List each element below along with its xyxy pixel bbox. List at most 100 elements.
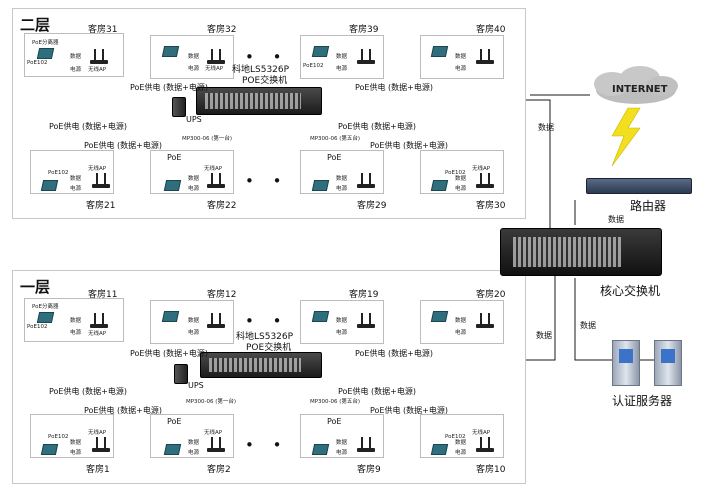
port-fifth-label: MP300-06 (第五台) [310,399,361,405]
floor-2-title: 二层 [20,16,51,34]
ellipsis: • • • [245,48,317,66]
data-label: 数据 [188,440,200,446]
poe-splitter-label: PoE分离器 [32,40,59,46]
ap-icon [476,436,494,452]
room-box [24,298,124,342]
poe-box-icon [161,46,180,57]
room-box [420,35,504,79]
data-label: 数据 [188,318,200,324]
power-label: 电源 [188,186,200,192]
power-label: 电源 [455,330,467,336]
switch-name: 科地LS5326P [236,332,294,342]
ap-icon [207,172,225,188]
room-label: 客房21 [86,201,116,211]
poe-supply-label: PoE供电 (数据+电源) [355,349,433,358]
ap-label: 无线AP [472,430,491,436]
poe-box-icon [311,311,330,322]
poe-box-icon [430,46,449,57]
poe-box-icon [163,180,182,191]
cloud-icon [594,66,678,104]
room-box [420,300,504,344]
data-label: 数据 [188,176,200,182]
room-label: 客房12 [207,290,237,300]
data-label: 数据 [70,440,82,446]
ap-label: 无线AP [472,166,491,172]
auth-server-label: 认证服务器 [612,394,673,408]
port-first-label: MP300-06 (第一台) [186,399,237,405]
ap-icon [357,436,375,452]
power-label: 电源 [188,450,200,456]
poe-unit-label: PoE102 [303,63,324,69]
room-label: 客房29 [357,201,387,211]
ap-icon [476,172,494,188]
poe-unit-label: PoE102 [48,434,69,440]
poe-unit-label: PoE102 [48,170,69,176]
switch-name: 科地LS5326P [232,65,290,75]
poe-box-icon [430,444,449,455]
poe-box-icon [430,311,449,322]
ups-label: UPS [188,381,204,390]
data-label: 数据 [70,318,82,324]
room-label: 客房31 [88,25,118,35]
poe-box-icon [36,312,55,323]
data-label: 数据 [70,176,82,182]
ap-icon [357,172,375,188]
poe-label: PoE [167,417,182,426]
ap-label: 无线AP [204,166,223,172]
room-label: 客房10 [476,465,506,475]
switch-sub: POE交换机 [246,343,292,353]
poe-box-icon [311,46,330,57]
ap-icon [476,312,494,328]
poe-box-icon [161,311,180,322]
poe-box-icon [163,444,182,455]
poe-label: PoE [167,153,182,162]
power-label: 电源 [455,450,467,456]
room-label: 客房40 [476,25,506,35]
poe-supply-label: PoE供电 (数据+电源) [84,141,162,150]
room-label: 客房9 [357,465,381,475]
poe-supply-label: PoE供电 (数据+电源) [370,141,448,150]
power-label: 电源 [336,450,348,456]
ellipsis: • • • [245,172,317,190]
switch-sub: POE交换机 [242,76,288,86]
room-label: 客房30 [476,201,506,211]
data-label: 数据 [336,318,348,324]
ap-icon [357,312,375,328]
power-label: 电源 [336,66,348,72]
poe-supply-label: PoE供电 (数据+电源) [130,349,208,358]
poe-supply-label: PoE供电 (数据+电源) [49,387,127,396]
poe-box-icon [430,180,449,191]
poe-label: PoE [327,153,342,162]
data-label: 数据 [336,440,348,446]
port-first-label: MP300-06 (第一台) [182,136,233,142]
data-label: 数据 [70,54,82,60]
server-icon [612,340,640,386]
poe-box-icon [311,444,330,455]
ellipsis: • • • [245,436,317,454]
ap-label: 无线AP [204,430,223,436]
ups-label: UPS [186,115,202,124]
poe-switch-icon [200,352,322,378]
ap-label: 无线AP [88,430,107,436]
data-label: 数据 [455,440,467,446]
data-label: 数据 [455,176,467,182]
poe-supply-label: PoE供电 (数据+电源) [355,83,433,92]
core-switch-label: 核心交换机 [600,284,661,298]
power-label: 电源 [336,330,348,336]
ups-icon [172,97,186,117]
power-label: 电源 [455,186,467,192]
poe-supply-label: PoE供电 (数据+电源) [130,83,208,92]
floor-1-title: 一层 [20,278,51,296]
port-fifth-label: MP300-06 (第五台) [310,136,361,142]
poe-supply-label: PoE供电 (数据+电源) [49,122,127,131]
data-link-label: 数据 [538,123,554,132]
room-label: 客房1 [86,465,110,475]
poe-splitter-label: PoE分离器 [32,304,59,310]
room-label: 客房2 [207,465,231,475]
ap-icon [90,312,108,328]
router-label: 路由器 [630,199,667,213]
poe-supply-label: PoE供电 (数据+电源) [338,387,416,396]
poe-unit-label: PoE102 [27,60,48,66]
poe-box-icon [40,444,59,455]
power-label: 电源 [70,67,82,73]
